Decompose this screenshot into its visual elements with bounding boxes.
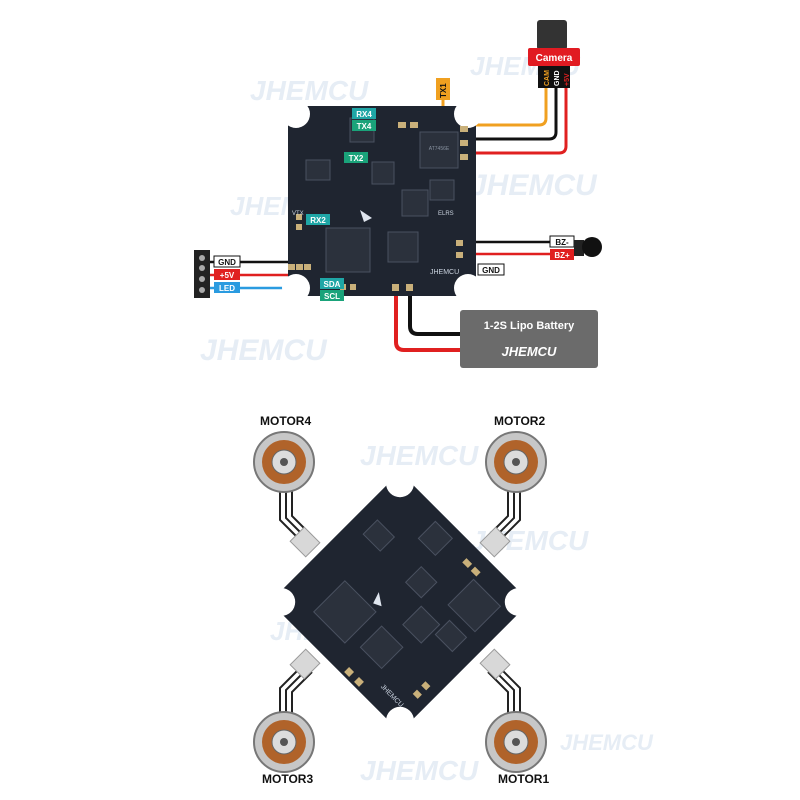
mount-hole (504, 588, 533, 616)
chip (417, 520, 454, 557)
camera-signal-wire (470, 85, 548, 127)
motor2-label: MOTOR2 (494, 414, 546, 428)
camera-wires (470, 85, 568, 155)
chip (402, 605, 441, 644)
watermark: JHEMCU (360, 755, 479, 786)
chip (401, 189, 429, 217)
scl-tag: SCL (324, 292, 340, 301)
osd-chip (419, 131, 459, 169)
motor-4 (253, 431, 315, 493)
tx1-tag (436, 78, 450, 100)
mount-hole (282, 274, 310, 302)
sda-tag: SDA (324, 280, 341, 289)
battery-positive-wire (394, 290, 460, 352)
chip (387, 231, 419, 263)
motor4-label: MOTOR4 (260, 414, 312, 428)
watermark: JHEMCU (250, 75, 369, 106)
buzzer-minus-label: BZ- (555, 238, 569, 247)
camera-label-box (528, 48, 580, 66)
left-5v-label: +5V (220, 271, 235, 280)
motor-1 (485, 711, 547, 773)
mount-hole (386, 706, 414, 735)
mount-hole (386, 469, 414, 498)
battery-wires (394, 290, 460, 352)
chip (362, 519, 396, 552)
buzzer: BZ- BZ+ (549, 235, 602, 260)
camera-connector (538, 66, 570, 88)
motor-3 (253, 711, 315, 773)
pad-tags: RX4 TX4 TX2 RX2 SDA SCL GND (306, 108, 505, 301)
watermark: JHEMCU (560, 730, 654, 755)
buzzer-wires (462, 240, 550, 256)
mount-hole (454, 274, 482, 302)
chip (434, 619, 468, 653)
osd-chip-label: AT7456E (429, 146, 450, 152)
tx4-tag: TX4 (357, 122, 372, 131)
watermark: JHEMCU (360, 440, 479, 471)
battery-title: 1-2S Lipo Battery (484, 320, 575, 332)
tx1-label: TX1 (439, 83, 448, 98)
camera-pin-cam: CAM (544, 70, 551, 86)
mount-hole (267, 588, 296, 616)
chip (371, 161, 395, 185)
camera-gnd-wire (470, 85, 558, 141)
board-brand-silk: JHEMCU (430, 269, 459, 276)
chip (429, 179, 455, 201)
left-led-label: LED (219, 284, 235, 293)
chip (359, 625, 404, 670)
camera-title: Camera (536, 53, 573, 64)
led-connector-body (194, 250, 210, 298)
elrs-silk-label: ELRS (438, 211, 454, 217)
camera-pin-gnd: GND (554, 70, 561, 86)
battery: 1-2S Lipo Battery JHEMCU (460, 310, 598, 368)
motor1-label: MOTOR1 (498, 772, 550, 786)
watermark: JHEMCU (200, 334, 328, 367)
mount-hole (282, 100, 310, 128)
arrow-icon (373, 592, 382, 607)
mcu-chip (313, 580, 377, 644)
motor-connectors (289, 526, 511, 680)
rx2-tag: RX2 (310, 216, 326, 225)
motor3-label: MOTOR3 (262, 772, 314, 786)
battery-brand: JHEMCU (502, 344, 558, 359)
battery-body (460, 310, 598, 368)
vtx-silk-label: VTX (292, 211, 304, 217)
left-gnd-label: GND (218, 258, 236, 267)
camera-power-wire (470, 85, 568, 155)
flight-controller-top: AT7456E VTX ELRS JHEMCU (282, 100, 482, 302)
rx4-tag: RX4 (356, 110, 372, 119)
arrow-icon (360, 210, 372, 222)
chip (305, 159, 331, 181)
tx2-tag: TX2 (349, 154, 364, 163)
chip (404, 565, 438, 599)
buzzer-plus-label: BZ+ (554, 251, 570, 260)
watermark: JHEMCU (470, 169, 598, 202)
motor-2 (485, 431, 547, 493)
buzzer-icon (582, 237, 602, 257)
osd-chip (447, 578, 502, 633)
battery-negative-wire (408, 290, 460, 336)
camera-lens (537, 20, 567, 50)
mount-hole (454, 100, 482, 128)
camera-pin-5v: +5V (564, 73, 571, 86)
camera: Camera CAM GND +5V (528, 20, 580, 88)
gnd-right-tag: GND (482, 266, 500, 275)
solder-pads (288, 122, 468, 291)
flight-controller-rotated: JHEMCU (267, 469, 533, 735)
led-connector: GND +5V LED (194, 250, 241, 298)
mcu-chip (325, 227, 371, 273)
